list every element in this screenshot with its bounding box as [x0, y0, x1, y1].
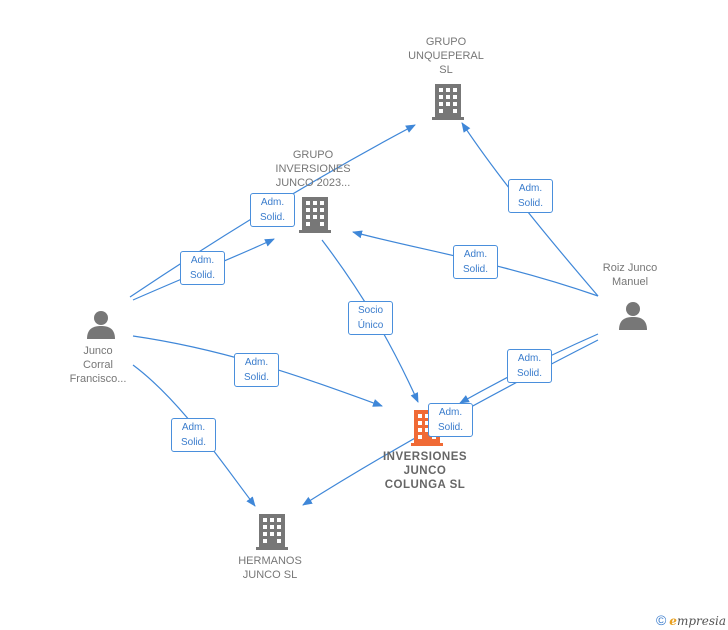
- relation-label[interactable]: Adm. Solid.: [250, 193, 295, 227]
- relation-label[interactable]: Adm. Solid.: [171, 418, 216, 452]
- person-icon[interactable]: [86, 309, 116, 339]
- relation-label[interactable]: Adm. Solid.: [508, 179, 553, 213]
- node-label-junco-corral[interactable]: Junco Corral Francisco...: [69, 345, 127, 385]
- brand-footer: ©empresia: [656, 612, 726, 628]
- node-label-grupo-unqueperal[interactable]: GRUPO UNQUEPERAL SL: [408, 36, 484, 76]
- brand-logo-letter: e: [669, 614, 677, 628]
- node-label-grupo-inversiones[interactable]: GRUPO INVERSIONES JUNCO 2023...: [275, 149, 351, 189]
- node-label-inversiones-colunga[interactable]: INVERSIONES JUNCO COLUNGA SL: [382, 451, 468, 491]
- relation-label[interactable]: Socio Único: [348, 301, 393, 335]
- relation-label[interactable]: Adm. Solid.: [180, 251, 225, 285]
- building-icon[interactable]: [256, 514, 288, 550]
- node-label-roiz-junco[interactable]: Roiz Junco Manuel: [602, 262, 658, 288]
- node-label-hermanos-junco[interactable]: HERMANOS JUNCO SL: [238, 555, 302, 581]
- brand-logo-text: mpresia: [676, 614, 726, 628]
- person-icon[interactable]: [618, 300, 648, 330]
- building-icon[interactable]: [432, 84, 464, 120]
- relation-label[interactable]: Adm. Solid.: [453, 245, 498, 279]
- building-icon[interactable]: [299, 197, 331, 233]
- relation-label[interactable]: Adm. Solid.: [234, 353, 279, 387]
- relation-label[interactable]: Adm. Solid.: [507, 349, 552, 383]
- copyright-icon: ©: [655, 612, 667, 628]
- relation-label[interactable]: Adm. Solid.: [428, 403, 473, 437]
